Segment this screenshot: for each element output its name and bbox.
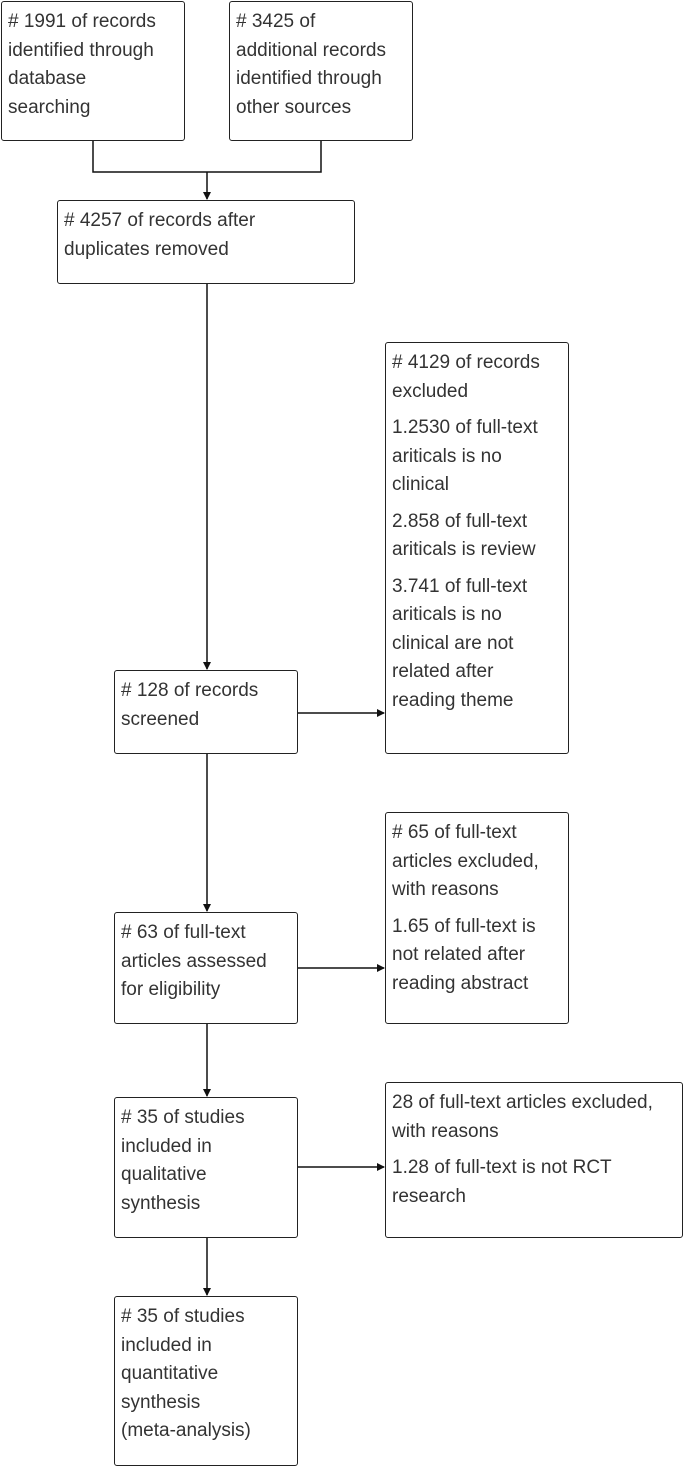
excluded-records-title: # 4129 of records excluded [392,352,540,402]
quantitative-synthesis-text: # 35 of studies included in quantitative… [121,1306,251,1441]
merge-connector [92,141,322,173]
excluded-fulltext-box: # 65 of full-text articles excluded, wit… [385,812,569,1024]
other-sources-box: # 3425 of additional records identified … [229,1,413,141]
records-screened-text: # 128 of records screened [121,680,259,730]
excluded-fulltext-reason-1: 1.65 of full-text is not related after r… [392,915,536,994]
excluded-records-reason-1: 1.2530 of full-text ariticals is no clin… [392,417,538,495]
records-screened-box: # 128 of records screened [114,670,298,754]
database-search-text: # 1991 of records identified through dat… [8,11,156,118]
excluded-rct-box: 28 of full-text articles excluded, with … [385,1082,683,1238]
eligibility-text: # 63 of full-text articles assessed for … [121,922,267,1000]
eligibility-box: # 63 of full-text articles assessed for … [114,912,298,1024]
excluded-records-box: # 4129 of records excluded 1.2530 of ful… [385,342,569,754]
qualitative-synthesis-box: # 35 of studies included in qualitative … [114,1097,298,1238]
quantitative-synthesis-box: # 35 of studies included in quantitative… [114,1296,298,1466]
excluded-rct-title: 28 of full-text articles excluded, with … [392,1092,653,1142]
database-search-box: # 1991 of records identified through dat… [1,1,185,141]
duplicates-removed-text: # 4257 of records after duplicates remov… [64,210,256,260]
duplicates-removed-box: # 4257 of records after duplicates remov… [57,200,355,284]
excluded-fulltext-title: # 65 of full-text articles excluded, wit… [392,822,539,900]
excluded-records-reason-2: 2.858 of full-text ariticals is review [392,510,536,561]
qualitative-synthesis-text: # 35 of studies included in qualitative … [121,1107,245,1214]
excluded-rct-reason-1: 1.28 of full-text is not RCT research [392,1157,612,1207]
other-sources-text: # 3425 of additional records identified … [236,11,386,118]
excluded-records-reason-3: 3.741 of full-text ariticals is no clini… [392,575,528,711]
